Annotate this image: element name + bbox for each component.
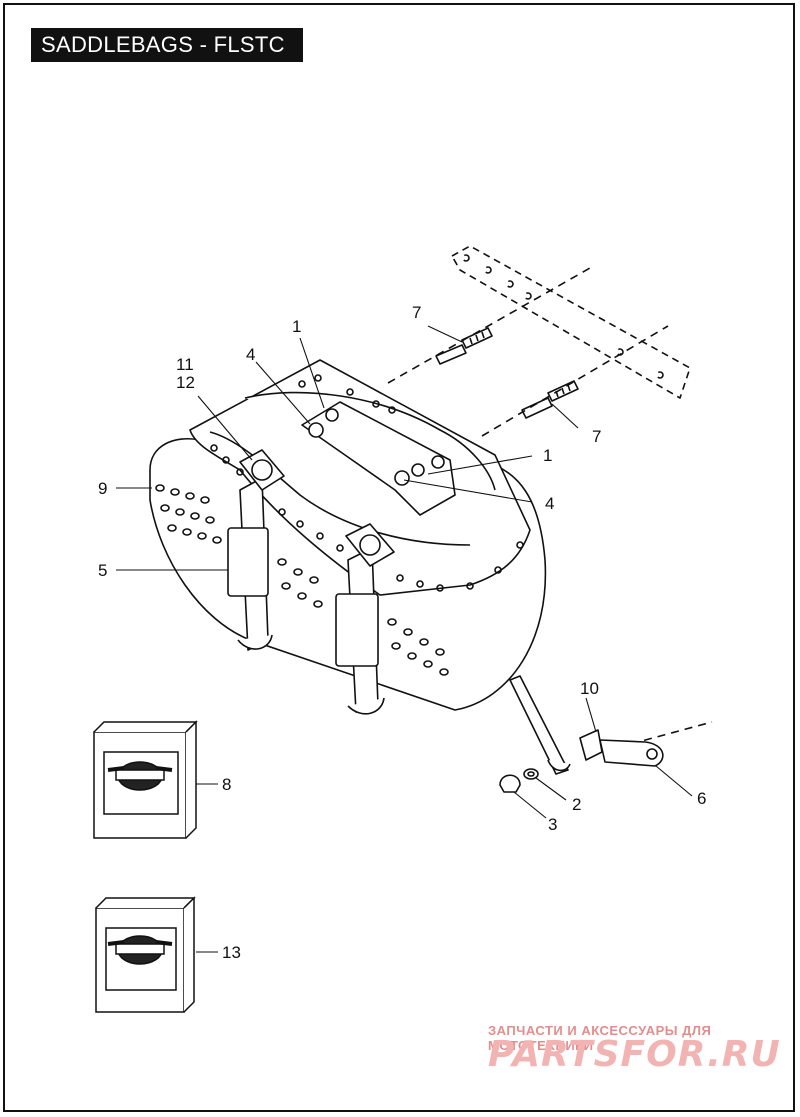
page-title: SADDLEBAGS - FLSTC [31, 28, 303, 62]
callout-2: 2 [572, 795, 581, 814]
leader-lines [116, 325, 693, 953]
buckle-strap-left [227, 477, 273, 651]
callout-3: 3 [548, 815, 557, 834]
callout-4b: 4 [545, 494, 554, 513]
stud-lower [521, 380, 579, 419]
callout-6: 6 [697, 789, 706, 808]
acorn-nut [499, 774, 521, 793]
callout-1a: 1 [292, 317, 301, 336]
callout-9: 9 [98, 479, 107, 498]
washer [523, 768, 539, 780]
latch-arm [579, 729, 664, 767]
medallion-right [345, 523, 395, 567]
callout-11: 11 [176, 355, 194, 374]
lid-studs [210, 374, 524, 592]
callout-4a: 4 [246, 345, 255, 364]
stud-upper [435, 327, 493, 365]
support-bracket [509, 675, 571, 775]
callout-8: 8 [222, 775, 231, 794]
callout-10: 10 [580, 679, 599, 698]
medallion-left [239, 449, 285, 491]
callout-7b: 7 [592, 427, 601, 446]
mount-plate [301, 401, 456, 516]
callout-5: 5 [98, 561, 107, 580]
buckle-strap-right [335, 547, 385, 715]
callout-1b: 1 [543, 446, 552, 465]
page-frame [3, 3, 795, 1112]
watermark-logo: PARTSFOR.RU [488, 1034, 781, 1075]
watermark-tagline: ЗАПЧАСТИ И АКСЕССУАРЫ ДЛЯ МОТОТЕХНИКИ [488, 1023, 712, 1053]
callout-7a: 7 [412, 303, 421, 322]
callout-12: 12 [176, 373, 195, 392]
frame-rail [451, 245, 691, 399]
genuine-motor-parts-box-icon [95, 896, 196, 1013]
genuine-motor-parts-box-icon [93, 720, 198, 839]
bag-perforations [155, 484, 449, 676]
callout-13: 13 [222, 943, 241, 962]
